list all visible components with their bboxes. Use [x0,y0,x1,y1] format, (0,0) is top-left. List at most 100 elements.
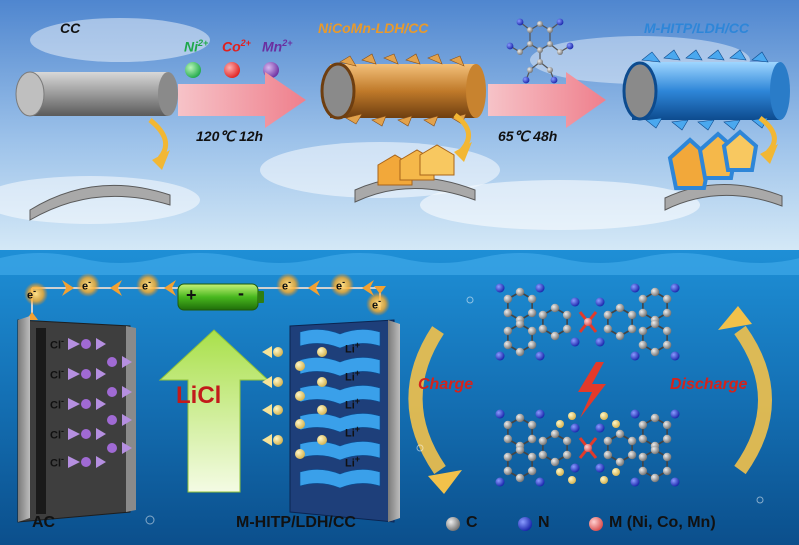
li-ion-3-charge: + [354,396,361,406]
battery-plus: + [186,285,197,305]
cl-ion-4-charge: - [61,426,64,436]
co-ion-text: Co [222,38,241,55]
mhitp-rod [622,49,790,131]
li-ion-4: Li+ [345,424,360,440]
ac-electrode [17,316,136,523]
li-ion-4-symbol: Li [345,427,355,440]
cl-ion-5-symbol: Cl [50,457,61,470]
li-ion-1-charge: + [354,340,361,350]
cc-sheet [29,184,171,221]
discharge-curve-arrow [734,325,772,475]
cl-ion-1: Cl- [50,336,64,352]
cl-ion-4: Cl- [50,426,64,442]
mof-framework-charged [495,283,680,361]
co-ion-label: Co2+ [222,38,251,55]
mhitp-plate-3 [721,129,759,172]
li-ion-5: Li+ [345,454,360,470]
ldh-label: NiCoMn-LDH/CC [318,20,429,36]
cl-ion-2-charge: - [61,366,64,376]
li-ion-1: Li+ [345,340,360,356]
cl-ion-2: Cl- [50,366,64,382]
electron-2-symbol: e [82,280,89,293]
step2-arrow [488,72,606,128]
ni-ion-label: Ni2+ [184,38,208,55]
li-ion-4-charge: + [354,424,361,434]
ldh-curve-arrow-head [454,142,472,162]
electron-4-symbol: e [282,280,289,293]
mn-ion-charge: 2+ [282,38,293,48]
mof-framework-discharged [495,409,680,487]
step2-condition: 65℃ 48h [498,128,558,144]
electron-5: e- [336,277,345,293]
charge-label: Charge [418,376,474,393]
co-ion-ball [224,62,240,78]
ni-ion-ball [185,62,201,78]
mn-ion-text: Mn [262,38,283,55]
ldh-plate-3 [419,144,455,176]
step1-condition: 120℃ 12h [196,128,264,144]
ni-ion-text: Ni [184,38,198,55]
lightning-icon [578,362,606,418]
electrolyte-label: LiCl [176,382,222,409]
cl-ion-5-charge: - [61,454,64,464]
cl-ion-2-symbol: Cl [50,369,61,382]
legend-c-ball [446,517,460,531]
mhitp-label: M-HITP/LDH/CC [644,20,749,36]
electron-6: e- [372,296,381,312]
li-ion-2-charge: + [354,368,361,378]
mhitp-bottom-label: M-HITP/LDH/CC [236,514,356,531]
li-ion-3-symbol: Li [345,399,355,412]
cl-ion-1-charge: - [61,336,64,346]
cl-ion-4-symbol: Cl [50,429,61,442]
electron-3: e- [142,277,151,293]
electron-1-symbol: e [27,289,34,302]
hitp-molecule [506,18,574,84]
li-ion-5-symbol: Li [345,457,355,470]
cc-rod [15,71,178,117]
electron-4-charge: - [288,277,292,287]
licl-arrow [158,329,270,493]
li-ions [273,347,327,459]
electron-6-charge: - [378,296,382,306]
step1-arrow [178,72,306,128]
water-surface [0,253,799,275]
cl-ion-3: Cl- [50,396,64,412]
li-ion-1-symbol: Li [345,343,355,356]
legend-n-ball [518,517,532,531]
electron-glows [24,273,390,316]
electron-2: e- [82,277,91,293]
mhitp-electrode [289,319,400,523]
co-ion-charge: 2+ [240,38,251,48]
cl-ion-5: Cl- [50,454,64,470]
battery-minus: - [238,283,244,303]
legend-m-label: M (Ni, Co, Mn) [609,514,716,531]
cl-ion-3-symbol: Cl [50,399,61,412]
electron-2-charge: - [88,277,92,287]
li-ion-3: Li+ [345,396,360,412]
electron-4: e- [282,277,291,293]
discharge-label: Discharge [670,376,748,393]
li-ion-arrows [262,346,272,446]
cl-ion-1-symbol: Cl [50,339,61,352]
cl-ions [68,338,132,468]
ldh-rod [320,53,486,127]
electron-1: e- [27,286,36,302]
cc-curve-arrow-head [152,150,170,170]
mn-ion-label: Mn2+ [262,38,292,55]
electron-5-charge: - [342,277,346,287]
cc-label: CC [60,20,81,36]
ac-label: AC [32,514,56,531]
legend-n-label: N [538,514,550,531]
electron-3-symbol: e [142,280,149,293]
charge-arrow-head [428,470,462,494]
discharge-arrow-head [718,306,752,330]
water-bubbles [145,296,764,525]
cl-ion-3-charge: - [61,396,64,406]
electron-5-symbol: e [336,280,343,293]
ni-ion-charge: 2+ [198,38,209,48]
battery [177,283,264,311]
electron-6-symbol: e [372,299,379,312]
li-ion-5-charge: + [354,454,361,464]
